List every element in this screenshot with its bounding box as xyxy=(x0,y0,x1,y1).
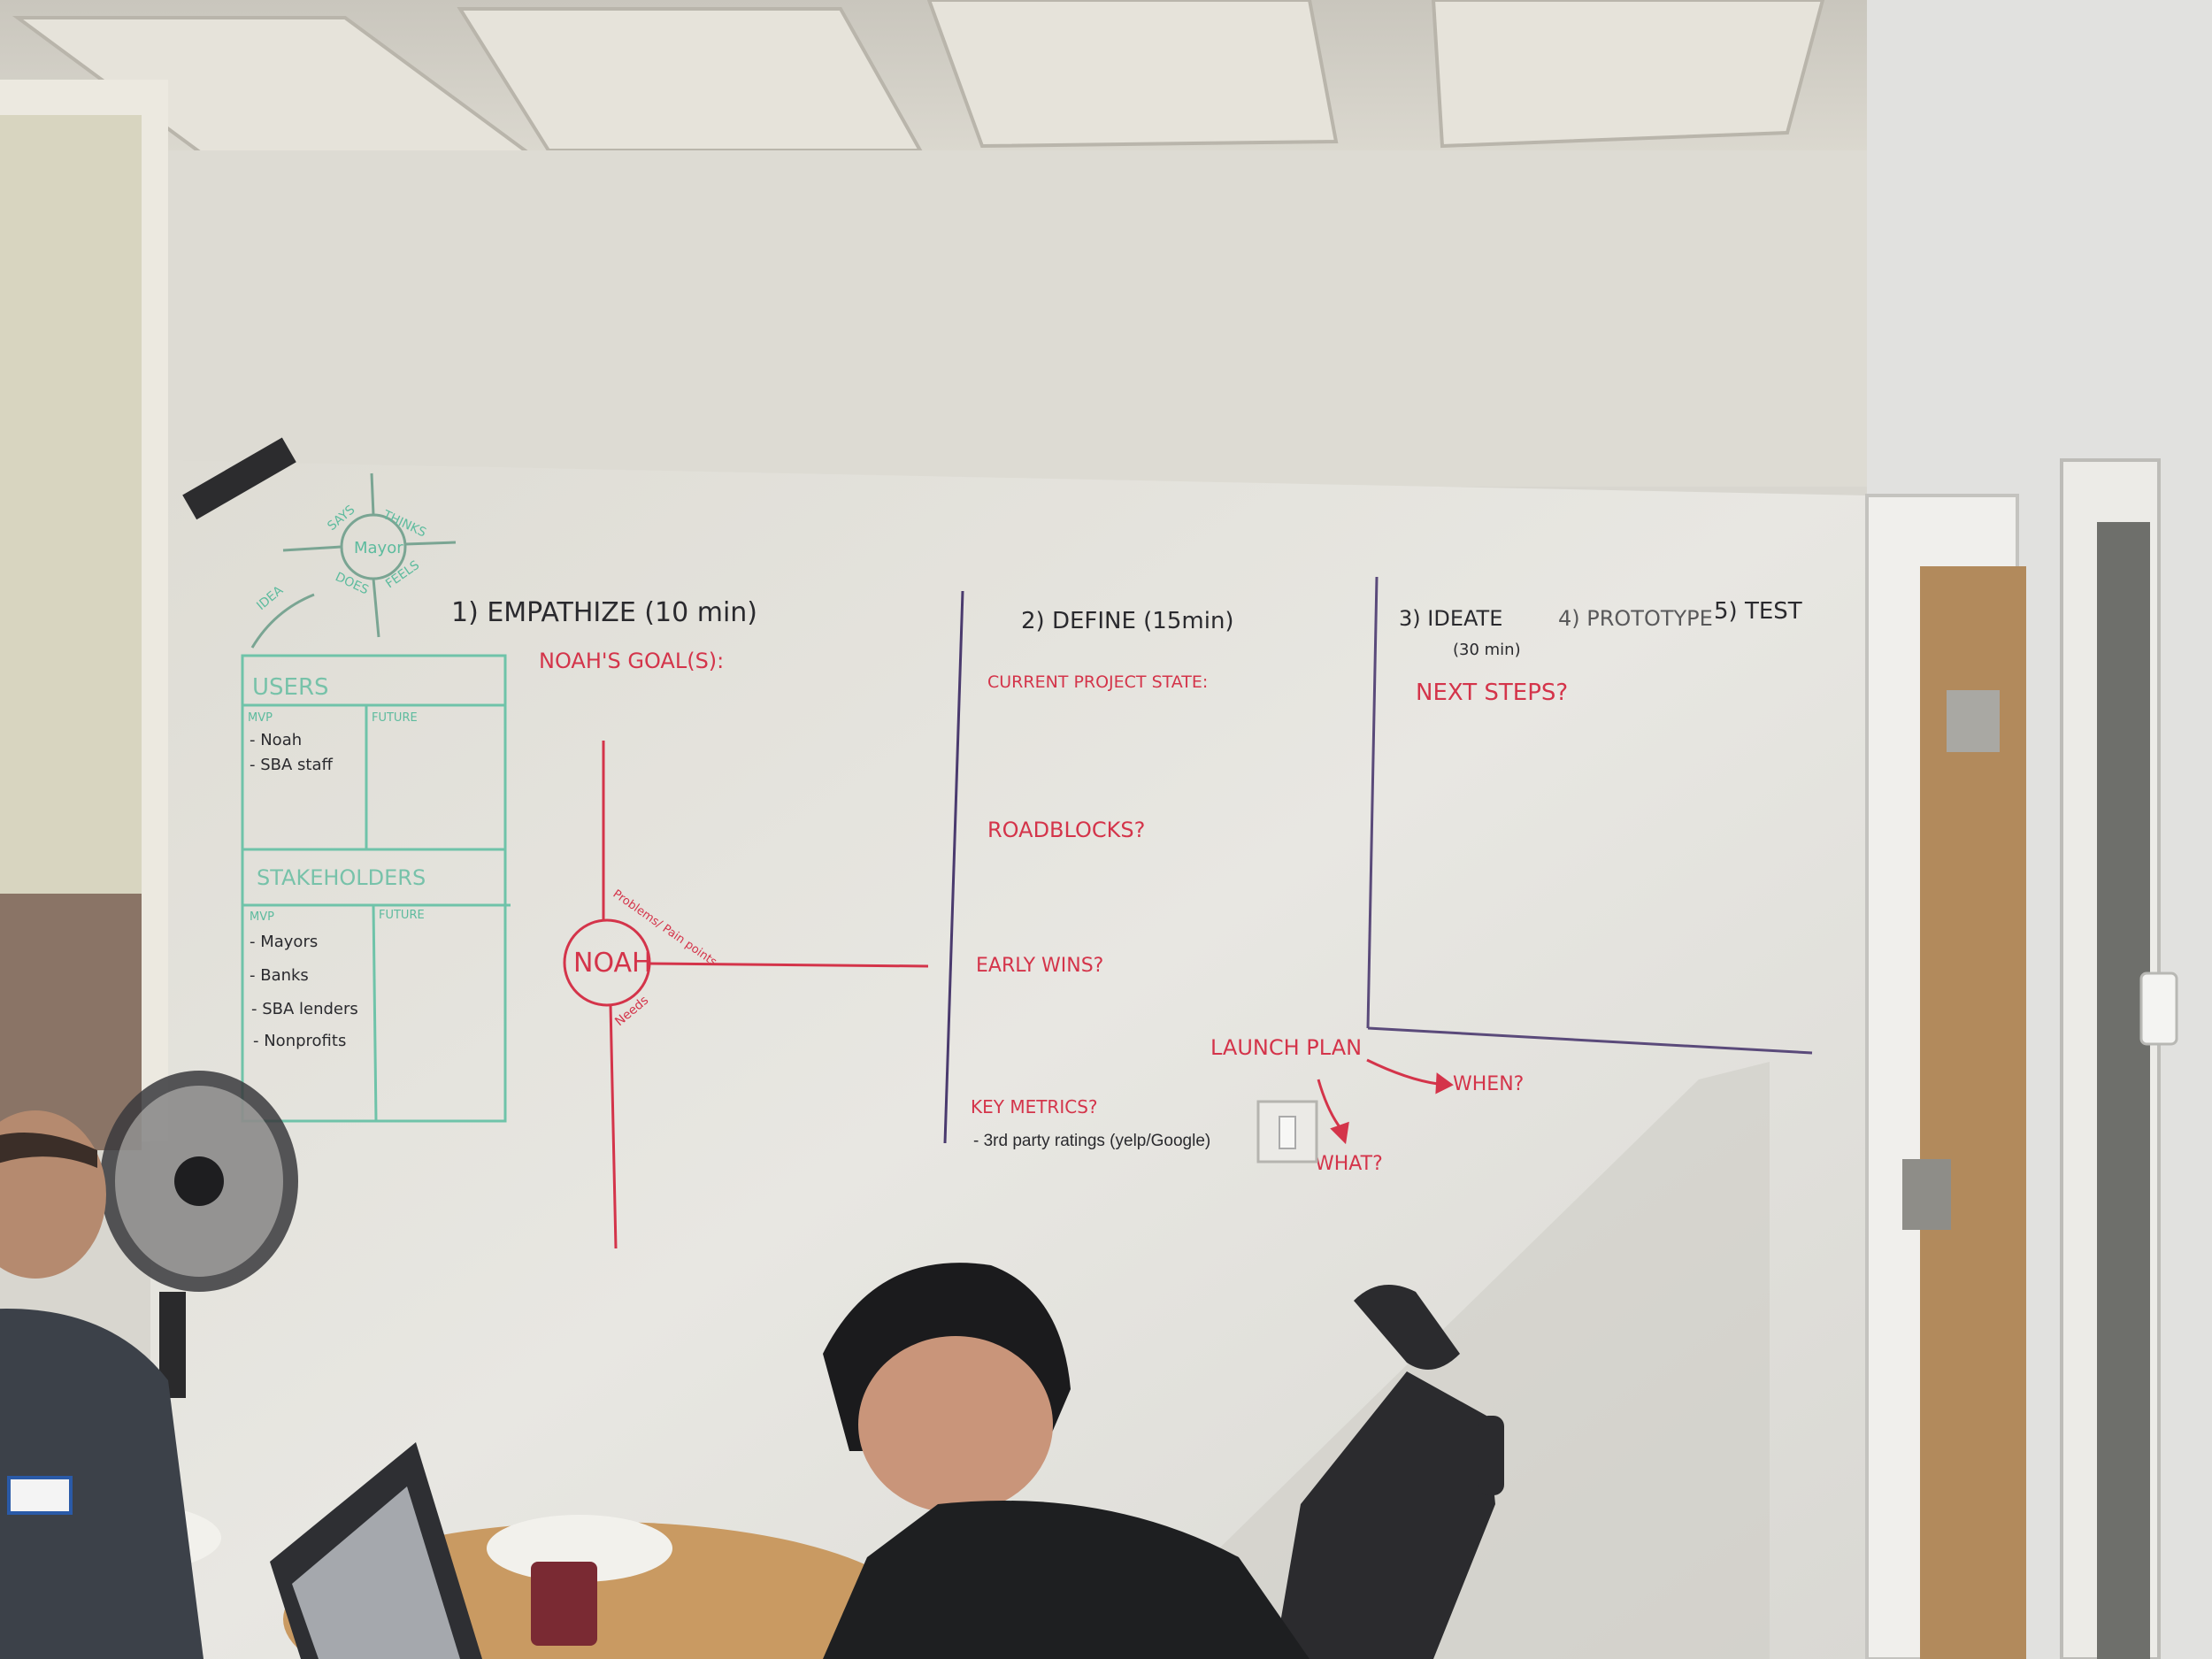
launch-arrows xyxy=(1317,1058,1454,1145)
thermostat xyxy=(2139,972,2178,1046)
ideate-frame xyxy=(1366,576,1813,1055)
test-heading: 5) TEST xyxy=(1714,598,1802,625)
brick-window xyxy=(0,894,142,1150)
ideate-heading: 3) IDEATE xyxy=(1399,606,1502,631)
stakeholders-mvp-item: - Nonprofits xyxy=(253,1032,346,1050)
noah-goals: NOAH'S GOAL(S): xyxy=(539,649,724,673)
office-chair xyxy=(1274,1285,1504,1659)
define-divider xyxy=(943,590,964,1144)
users-mvp-item: - SBA staff xyxy=(250,756,333,774)
users-mvp-item: - Noah xyxy=(250,731,302,749)
noah-diagram xyxy=(563,741,929,1249)
users-title: USERS xyxy=(252,674,329,701)
launch-when: WHEN? xyxy=(1453,1073,1524,1095)
hinge-icon xyxy=(1902,1159,1951,1230)
users-col-mvp: MVP xyxy=(248,711,273,725)
person-center xyxy=(823,1263,1310,1659)
fan xyxy=(100,1071,298,1398)
cup xyxy=(531,1562,597,1646)
ceiling-panels xyxy=(12,0,1825,157)
prototype-heading: 4) PROTOTYPE xyxy=(1558,606,1713,631)
laptop-screen xyxy=(292,1486,460,1659)
upper-wall xyxy=(150,150,1885,487)
define-heading: 2) DEFINE (15min) xyxy=(1021,608,1234,634)
tape xyxy=(182,437,296,520)
users-stakeholders-table xyxy=(241,654,511,1123)
stakeholders-title: STAKEHOLDERS xyxy=(257,865,426,890)
stakeholders-mvp-item: - Mayors xyxy=(250,933,318,951)
current-project-state: CURRENT PROJECT STATE: xyxy=(987,672,1208,692)
launch-plan: LAUNCH PLAN xyxy=(1210,1035,1362,1060)
empathy-center-label: Mayor xyxy=(354,539,403,557)
window-blind xyxy=(0,115,142,894)
hinge-icon xyxy=(1947,690,2000,752)
launch-what: WHAT? xyxy=(1315,1153,1383,1175)
stakeholders-col-future: FUTURE xyxy=(379,909,425,922)
doorway-dark xyxy=(2097,522,2150,1659)
key-metrics: KEY METRICS? xyxy=(971,1096,1098,1118)
persona-label: NOAH xyxy=(573,948,652,979)
stakeholders-mvp-item: - Banks xyxy=(250,966,309,985)
key-metric-item: - 3rd party ratings (yelp/Google) xyxy=(973,1132,1210,1150)
person-left xyxy=(0,1110,204,1659)
early-wins: EARLY WINS? xyxy=(976,955,1103,977)
stakeholders-mvp-item: - SBA lenders xyxy=(251,1000,358,1018)
users-col-future: FUTURE xyxy=(372,711,418,725)
next-steps: NEXT STEPS? xyxy=(1416,680,1568,706)
roadblocks: ROADBLOCKS? xyxy=(987,818,1145,842)
light-switch-toggle[interactable] xyxy=(1279,1116,1296,1149)
ideate-duration: (30 min) xyxy=(1453,641,1521,659)
empathy-map xyxy=(250,472,457,649)
stakeholders-col-mvp: MVP xyxy=(250,910,274,924)
empathize-heading: 1) EMPATHIZE (10 min) xyxy=(451,597,757,628)
light-switch[interactable] xyxy=(1256,1100,1318,1164)
